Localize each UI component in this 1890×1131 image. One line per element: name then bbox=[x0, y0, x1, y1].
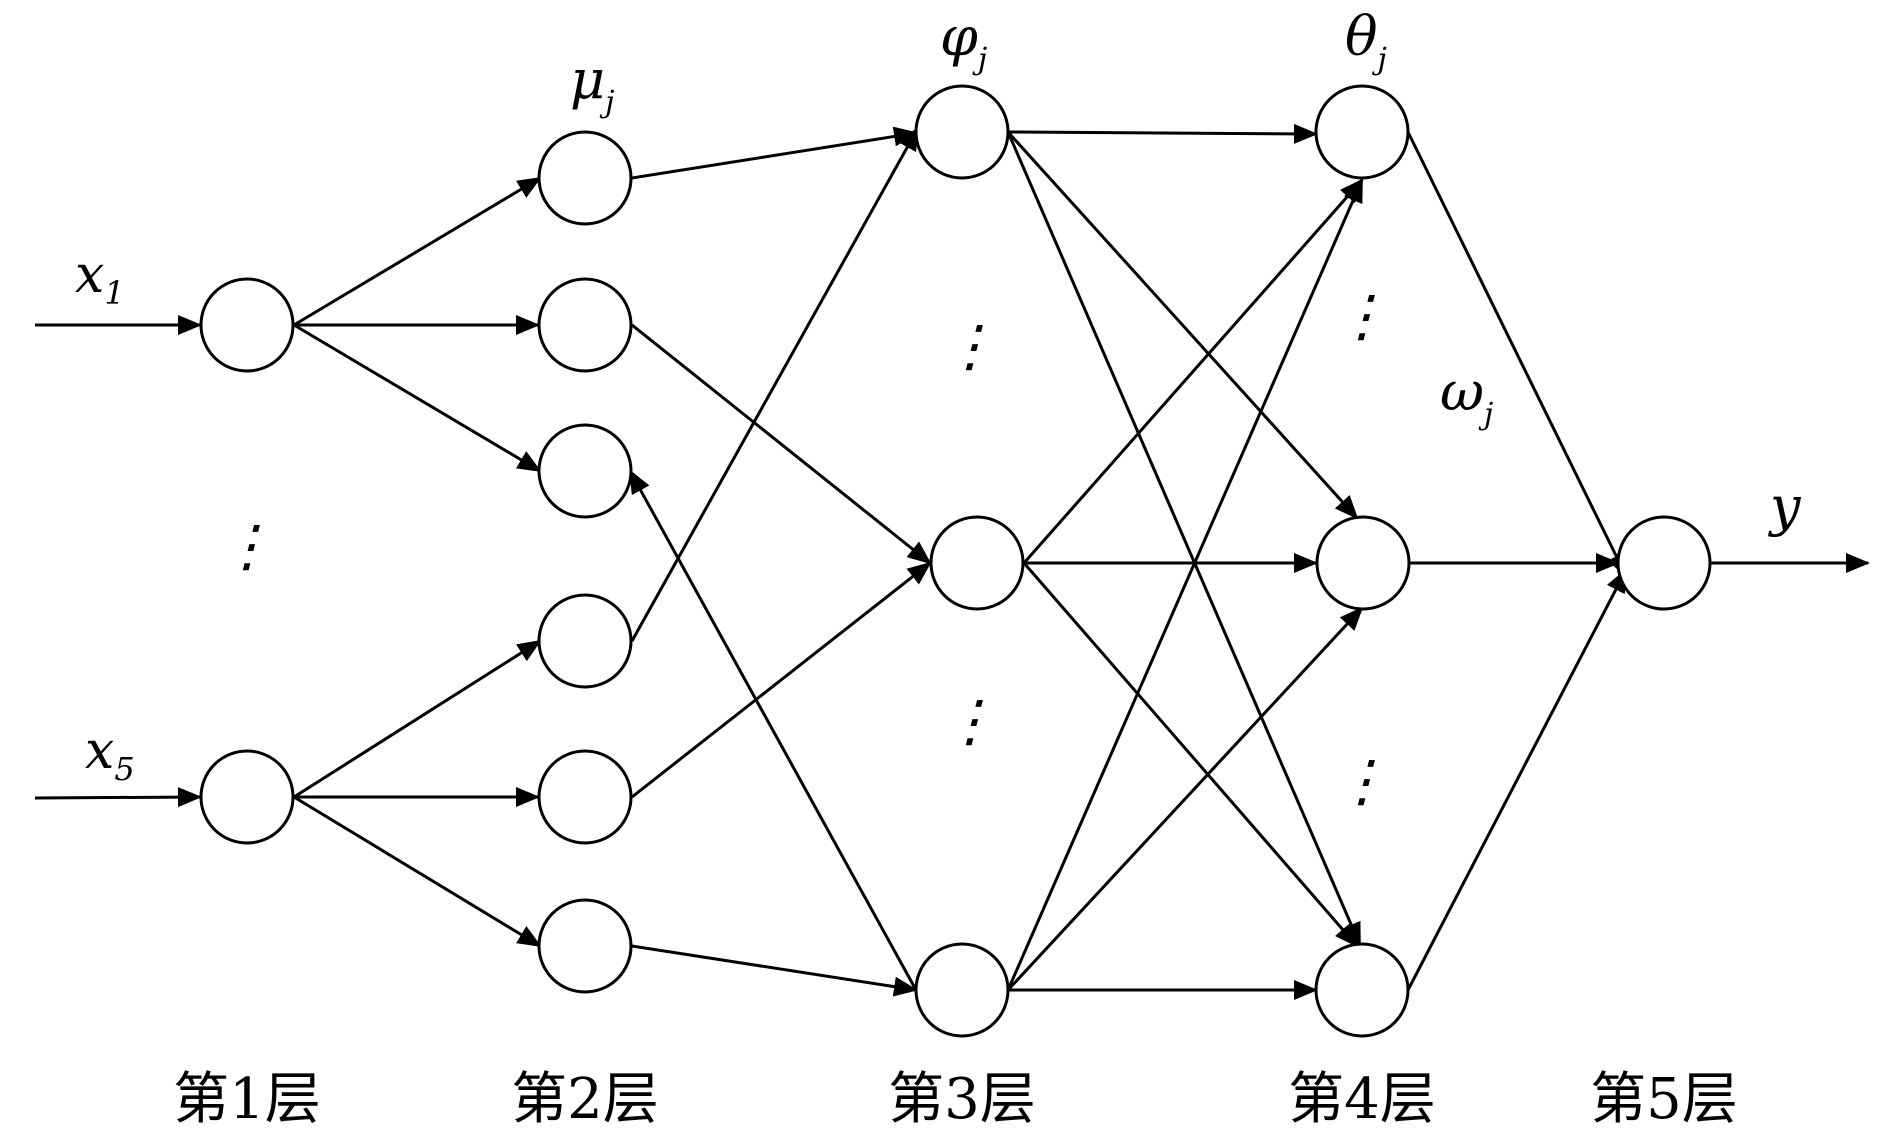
ellipses: ⋮ ⋮ ⋮ ⋮ ⋮ bbox=[219, 284, 1390, 814]
layer3-node bbox=[929, 515, 1025, 611]
layer4-node bbox=[1314, 942, 1410, 1038]
ellipsis-layer3-upper: ⋮ bbox=[942, 314, 998, 379]
edge-l2b-l3b bbox=[631, 323, 932, 565]
edge-l3b-l4c bbox=[1022, 562, 1359, 948]
edge-l3a-l4a bbox=[1007, 123, 1318, 144]
layer4-node bbox=[1314, 84, 1410, 180]
layer-label-3: 第3层 bbox=[888, 1067, 1036, 1131]
layer1-node-x5 bbox=[199, 749, 295, 845]
edge-l1a-l2c bbox=[293, 323, 542, 473]
layer4-label-theta: θj bbox=[1345, 5, 1387, 77]
edge-l1b-l2f bbox=[293, 795, 542, 948]
edge-l2e-l3b bbox=[631, 561, 932, 799]
output-label-y: y bbox=[1768, 475, 1802, 538]
layer2-node bbox=[537, 593, 633, 689]
layer-label-4: 第4层 bbox=[1288, 1067, 1436, 1131]
edge-l2f-l3c bbox=[631, 944, 918, 997]
edge-l3c-l4b bbox=[1006, 606, 1364, 992]
edge-l4c-l5 bbox=[1406, 568, 1628, 991]
ellipsis-layer4-lower: ⋮ bbox=[1334, 749, 1390, 814]
layer3-node bbox=[914, 84, 1010, 180]
ellipsis-layer4-upper: ⋮ bbox=[1334, 284, 1390, 349]
nodes bbox=[199, 84, 1712, 1038]
input-edge-x5 bbox=[34, 787, 202, 808]
layer2-label-mu: μj bbox=[570, 48, 614, 120]
layer2-node bbox=[537, 130, 633, 226]
layer2-node bbox=[537, 898, 633, 994]
layer2-node bbox=[537, 749, 633, 845]
connections bbox=[34, 123, 1870, 1000]
edge-l3c-l2c bbox=[628, 469, 918, 991]
edge-l3c-l4a bbox=[1006, 178, 1364, 991]
layer-labels: 第1层 第2层 第3层 第4层 第5层 bbox=[173, 1067, 1738, 1131]
edge-l3a-l4b bbox=[1006, 130, 1359, 520]
edge-l1b-l2d bbox=[293, 639, 542, 799]
layer2-node bbox=[537, 277, 633, 373]
layer3-label-phi: φj bbox=[940, 5, 987, 77]
edge-l4a-l5 bbox=[1406, 131, 1628, 578]
edge-l1a-l2a bbox=[293, 176, 542, 327]
input-label-x1: x1 bbox=[75, 245, 125, 312]
layer-label-1: 第1层 bbox=[173, 1067, 321, 1131]
weight-label-omega: ωj bbox=[1440, 360, 1493, 432]
edge-l3b-l4a bbox=[1022, 178, 1364, 564]
edge-l2d-l3a bbox=[630, 126, 920, 642]
layer3-node bbox=[914, 942, 1010, 1038]
layer-label-2: 第2层 bbox=[511, 1067, 659, 1131]
layer5-output-node bbox=[1616, 515, 1712, 611]
input-label-x5: x5 bbox=[85, 721, 135, 788]
layer1-node-x1 bbox=[199, 277, 295, 373]
layer-label-5: 第5层 bbox=[1590, 1067, 1738, 1131]
edge-l3a-l4c bbox=[1006, 131, 1362, 947]
edge-l2a-l3a bbox=[631, 126, 918, 180]
layer4-node bbox=[1315, 515, 1411, 611]
layer2-node bbox=[537, 423, 633, 519]
ellipsis-layer3-lower: ⋮ bbox=[942, 689, 998, 754]
ellipsis-layer1: ⋮ bbox=[219, 514, 275, 579]
